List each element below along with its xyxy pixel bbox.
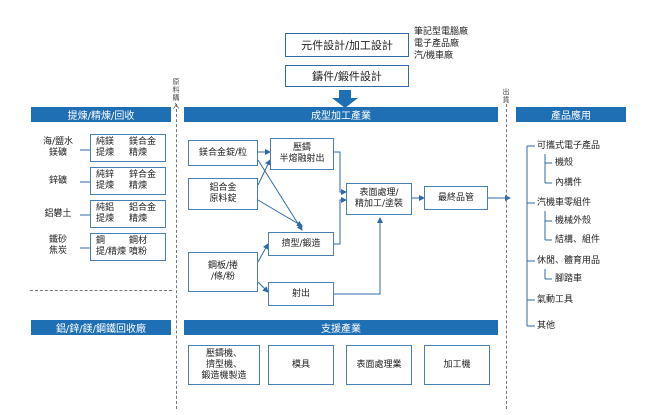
edge-steel-stamp bbox=[257, 243, 269, 263]
edge-diecast-surface bbox=[334, 151, 347, 195]
support-mold-box: 模具 bbox=[268, 345, 334, 385]
al-product: 鋁合金 精煉 bbox=[129, 203, 157, 224]
support-surface-box: 表面處理業 bbox=[346, 345, 412, 385]
app-machine-housing: 機械外殼 bbox=[555, 216, 592, 226]
app-auto-parts: 汽機車零組件 bbox=[537, 198, 592, 208]
al-refine-box: 純鋁 提煉 鋁合金 精煉 bbox=[90, 200, 166, 228]
al-ingot-box: 鋁合金 原料錠 bbox=[188, 178, 258, 210]
app-housing: 機殼 bbox=[555, 158, 574, 168]
support-machining-box: 加工機 bbox=[424, 345, 490, 385]
zn-process: 純鋅 提煉 bbox=[96, 170, 115, 191]
app-other: 其他 bbox=[537, 321, 556, 331]
raw-material-mg: 海/鹽水 鎂礦 bbox=[42, 137, 74, 158]
zn-product: 鋅合金 精煉 bbox=[129, 170, 157, 191]
injection-box: 射出 bbox=[268, 282, 334, 306]
applications-header: 產品應用 bbox=[516, 107, 626, 122]
die-casting-box: 壓鑄 半熔融射出 bbox=[270, 138, 334, 170]
final-qc-box: 最終品管 bbox=[424, 186, 488, 210]
app-leisure-sports: 休閒、體育用品 bbox=[537, 256, 601, 266]
product-tree bbox=[526, 145, 552, 327]
app-internal-parts: 內構件 bbox=[555, 178, 583, 188]
edge-inject-surface bbox=[334, 217, 383, 295]
output-divider bbox=[506, 104, 507, 409]
steel-refine-box: 鋼 提/精煉 鋼材 噴粉 bbox=[90, 233, 166, 261]
forming-header: 成型加工產業 bbox=[184, 107, 498, 122]
zn-refine-box: 純鋅 提煉 鋅合金 精煉 bbox=[90, 167, 166, 195]
left-section-divider bbox=[30, 290, 172, 291]
output-label: 出貨 bbox=[502, 88, 510, 104]
mg-refine-box: 純鎂 提煉 鎂合金 精煉 bbox=[90, 134, 166, 162]
surface-treatment-box: 表面處理/ 精加工/塗裝 bbox=[346, 183, 412, 215]
customer-notes: 筆記型電腦廠 電子產品廠 汽/機車廠 bbox=[414, 27, 469, 61]
edge-mg-stamp bbox=[257, 159, 303, 231]
raw-material-al: 鋁礬土 bbox=[44, 209, 72, 219]
component-design-box: 元件設計/加工設計 bbox=[285, 33, 409, 57]
app-structural-parts: 結構、組件 bbox=[555, 235, 601, 245]
mg-product: 鎂合金 精煉 bbox=[129, 137, 157, 158]
edge-al-diecast bbox=[257, 159, 271, 186]
edge-al-stamp bbox=[257, 199, 303, 227]
support-machine-box: 壓鑄機、 擠型機、 鍛造機製造 bbox=[188, 345, 260, 385]
extrusion-forging-box: 擠型/鍛造 bbox=[268, 232, 334, 256]
recycling-header: 鋁/鋅/鎂/鋼鐵回收廠 bbox=[31, 320, 171, 335]
raw-input-label: 原料購入 bbox=[172, 78, 180, 110]
raw-input-divider bbox=[176, 104, 177, 409]
app-pneumatic-tools: 氣動工具 bbox=[537, 295, 574, 305]
steel-product: 鋼材 噴粉 bbox=[129, 236, 148, 257]
raw-material-zn: 鋅礦 bbox=[48, 176, 67, 186]
refining-header: 提煉/精煉/回收 bbox=[31, 107, 171, 122]
mg-process: 純鎂 提煉 bbox=[96, 137, 115, 158]
edge-stamp-surface bbox=[334, 197, 347, 245]
raw-material-fe: 鐵砂 焦炭 bbox=[48, 235, 67, 256]
casting-design-box: 鑄件/鍛件設計 bbox=[285, 65, 409, 87]
steel-process: 鋼 提/精煉 bbox=[96, 236, 127, 257]
edge-steel-inject bbox=[257, 281, 269, 293]
app-portable-electronics: 可攜式電子產品 bbox=[537, 141, 601, 151]
design-down-arrow bbox=[332, 90, 358, 108]
support-header: 支援產業 bbox=[184, 320, 498, 335]
mg-ingot-box: 鎂合金錠/粒 bbox=[188, 140, 258, 166]
al-process: 純鋁 提煉 bbox=[96, 203, 115, 224]
steel-sheet-box: 鋼板/捲 /條/粉 bbox=[188, 252, 258, 292]
app-bicycle: 腳踏車 bbox=[555, 274, 583, 284]
